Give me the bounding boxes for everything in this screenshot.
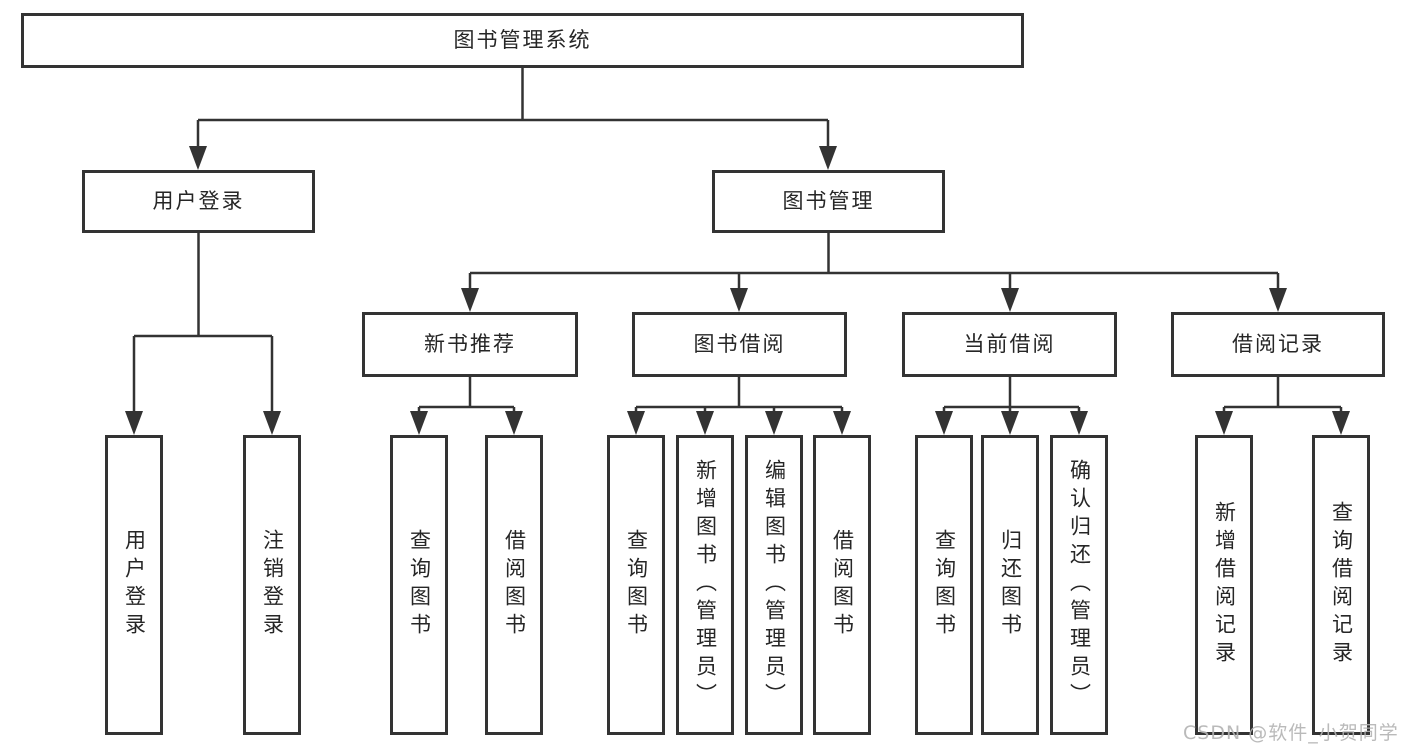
leaf-user-login: 用户登录 [105, 435, 163, 735]
leaf-borrow-books: 借阅图书 [485, 435, 543, 735]
node-root-library-management-system: 图书管理系统 [21, 13, 1024, 68]
leaf-logout: 注销登录 [243, 435, 301, 735]
leaf-add-book-admin: 新增图书（管理员） [676, 435, 734, 735]
leaf-add-borrow-record: 新增借阅记录 [1195, 435, 1253, 735]
node-new-book-recommend: 新书推荐 [362, 312, 578, 377]
csdn-watermark: CSDN @软件_小贺同学 [1183, 722, 1399, 744]
leaf-borrow-books-2: 借阅图书 [813, 435, 871, 735]
node-user-login: 用户登录 [82, 170, 315, 233]
node-book-borrowing: 图书借阅 [632, 312, 847, 377]
leaf-return-book: 归还图书 [981, 435, 1039, 735]
leaf-query-books-2: 查询图书 [607, 435, 665, 735]
leaf-query-books: 查询图书 [390, 435, 448, 735]
leaf-edit-book-admin: 编辑图书（管理员） [745, 435, 803, 735]
leaf-confirm-return-admin: 确认归还（管理员） [1050, 435, 1108, 735]
leaf-query-books-3: 查询图书 [915, 435, 973, 735]
node-book-management: 图书管理 [712, 170, 945, 233]
node-current-borrowing: 当前借阅 [902, 312, 1117, 377]
node-borrowing-records: 借阅记录 [1171, 312, 1385, 377]
leaf-query-borrow-record: 查询借阅记录 [1312, 435, 1370, 735]
